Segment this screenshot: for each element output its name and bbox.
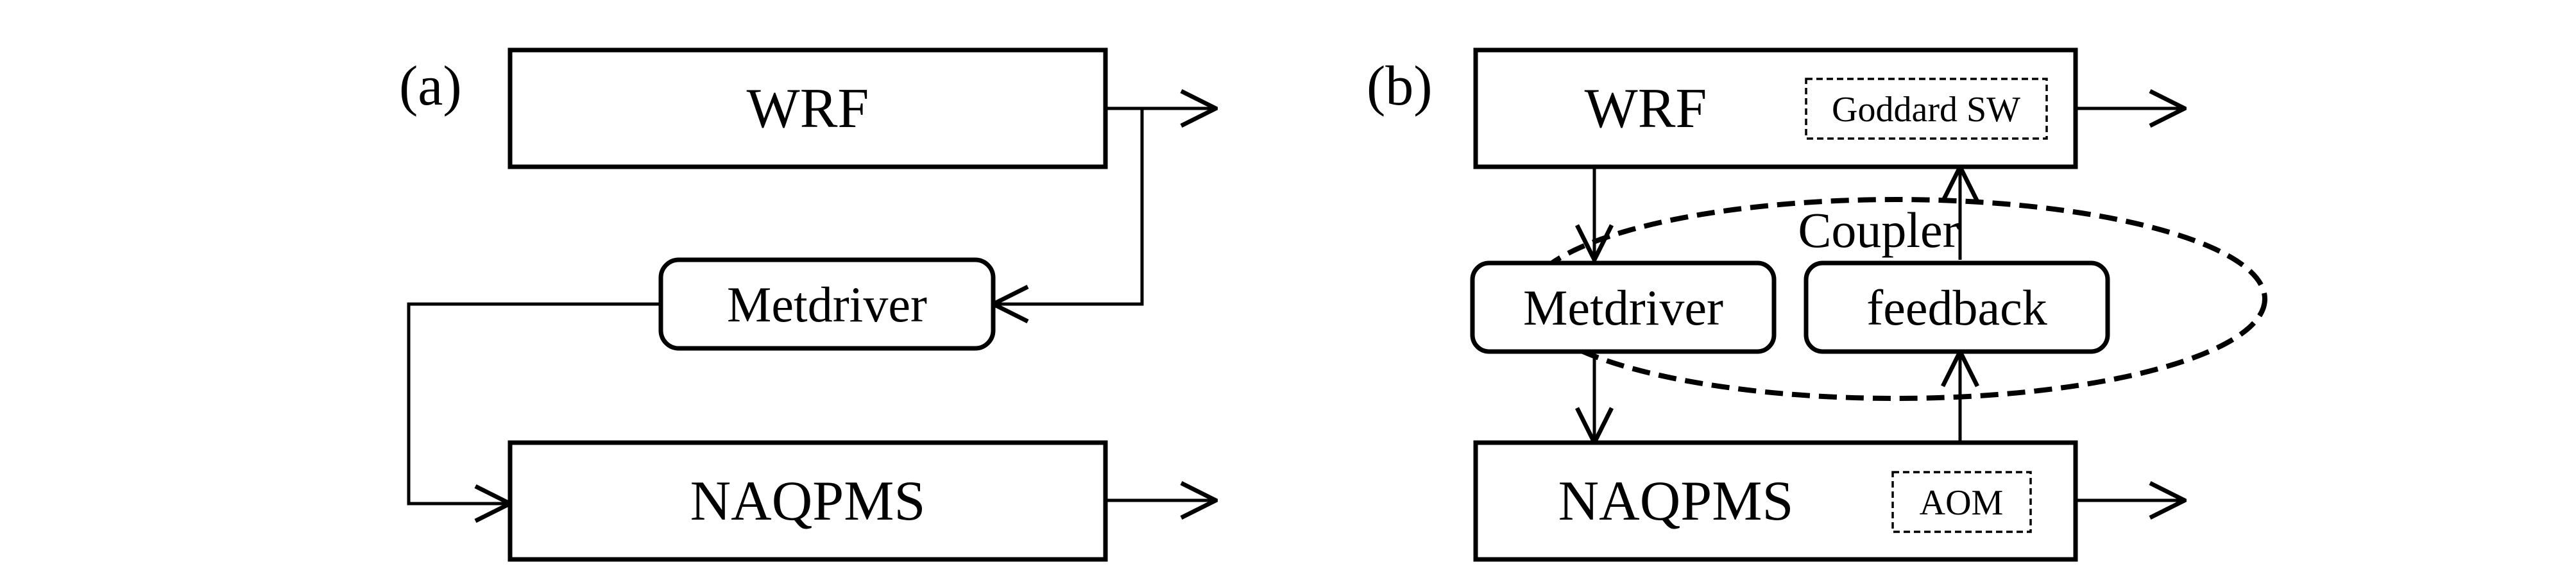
panel-b-metdriver-box [1470, 260, 1777, 354]
panel-b-metdriver-label: Metdriver [1523, 280, 1723, 336]
panel-a-wrf-box [508, 47, 1108, 169]
panel-b-feedback-label: feedback [1866, 280, 2047, 336]
panel-a-tag: (a) [399, 55, 462, 117]
panel-b-goddard-sw-label: Goddard SW [1832, 90, 2020, 130]
panel-b-goddard-sw-box [1805, 78, 2048, 140]
panel-b-aom-box [1891, 471, 2032, 533]
panel-b: (b) WRF Goddard SW Coupler Metdriver fee… [1367, 47, 2267, 562]
panel-a-wrf-to-metdriver-arrow [993, 108, 1144, 304]
panel-b-tag: (b) [1367, 55, 1433, 117]
panel-a-metdriver-to-naqpms-arrow [407, 302, 661, 504]
panel-a-naqpms-label: NAQPMS [690, 470, 926, 532]
panel-a-metdriver-label: Metdriver [727, 276, 927, 332]
panel-a: (a) WRF Metdriver NAQPMS [399, 47, 1216, 562]
panel-b-naqpms-label: NAQPMS [1558, 470, 1794, 532]
panel-b-coupler-label: Coupler [1798, 202, 1959, 258]
panel-b-wrf-label: WRF [1585, 78, 1707, 140]
panel-b-aom-label: AOM [1920, 483, 2004, 523]
panel-a-wrf-label: WRF [747, 78, 869, 140]
